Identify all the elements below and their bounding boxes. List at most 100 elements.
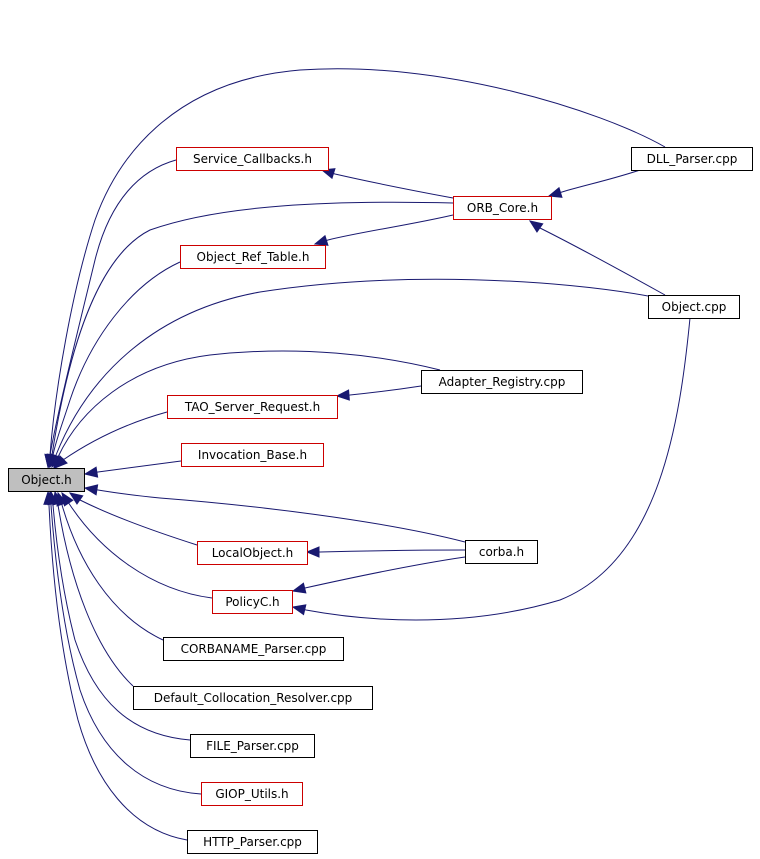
edge-line — [47, 68, 666, 468]
node-box[interactable] — [190, 734, 315, 758]
edge-line — [529, 220, 666, 296]
node-label: DLL_Parser.cpp — [647, 152, 738, 166]
arrowhead-icon — [291, 582, 307, 594]
node-label: PolicyC.h — [225, 595, 279, 609]
node-object-cpp[interactable]: Object.cpp — [648, 295, 740, 319]
node-label: FILE_Parser.cpp — [206, 739, 299, 753]
node-label: Object.h — [21, 473, 72, 487]
node-service-callbacks[interactable]: Service_Callbacks.h — [176, 147, 329, 171]
edge-corbaname_parser-to-object_h — [56, 491, 164, 641]
node-giop-utils[interactable]: GIOP_Utils.h — [201, 782, 303, 806]
node-label: Default_Collocation_Resolver.cpp — [154, 691, 353, 705]
nodes-layer: Object.h DLL_Parser.cpp Service_Callbacks.… — [8, 147, 753, 854]
edge-line — [50, 491, 191, 741]
node-box[interactable] — [453, 196, 552, 220]
node-file-parser[interactable]: FILE_Parser.cpp — [190, 734, 315, 758]
node-box[interactable] — [133, 686, 373, 710]
arrowhead-icon — [547, 186, 563, 198]
node-label: TAO_Server_Request.h — [184, 400, 320, 414]
node-orb-core[interactable]: ORB_Core.h — [453, 196, 552, 220]
node-box[interactable] — [465, 540, 538, 564]
node-corbaname-parser[interactable]: CORBANAME_Parser.cpp — [163, 637, 344, 661]
edge-object_cpp-to-policyc — [291, 317, 691, 621]
node-label: Object_Ref_Table.h — [197, 250, 310, 264]
node-box[interactable] — [187, 830, 318, 854]
node-box[interactable] — [167, 395, 338, 419]
node-default-collocation[interactable]: Default_Collocation_Resolver.cpp — [133, 686, 373, 710]
node-tao-server-request[interactable]: TAO_Server_Request.h — [167, 395, 338, 419]
node-label: Adapter_Registry.cpp — [439, 375, 566, 389]
node-policyc[interactable]: PolicyC.h — [212, 590, 293, 614]
edge-dll_parser-to-orb_core — [547, 169, 641, 198]
edge-service_callbacks-to-object_h — [44, 159, 177, 469]
node-object-ref-table[interactable]: Object_Ref_Table.h — [180, 245, 326, 269]
node-localobject[interactable]: LocalObject.h — [197, 541, 308, 565]
edge-invocation_base-to-object_h — [83, 460, 182, 478]
edge-dll_parser-to-object_h — [44, 68, 666, 469]
arrowhead-icon — [83, 466, 99, 478]
edge-http_parser-to-object_h — [43, 490, 188, 841]
edge-corba_h-to-object_h — [83, 484, 466, 543]
node-box[interactable] — [163, 637, 344, 661]
node-corba-h[interactable]: corba.h — [465, 540, 538, 564]
edge-line — [48, 201, 454, 468]
edge-orb_core-to-service_callbacks — [320, 168, 454, 199]
node-box[interactable] — [631, 147, 753, 171]
edge-line — [84, 487, 466, 543]
arrowhead-icon — [528, 220, 544, 233]
arrowhead-icon — [305, 546, 320, 558]
edge-line — [49, 261, 181, 468]
node-box[interactable] — [176, 147, 329, 171]
edge-line — [61, 492, 213, 599]
node-object-h[interactable]: Object.h — [8, 468, 85, 492]
node-label: GIOP_Utils.h — [215, 787, 288, 801]
node-http-parser[interactable]: HTTP_Parser.cpp — [187, 830, 318, 854]
arrowhead-icon — [335, 389, 350, 401]
edge-object_cpp-to-orb_core — [528, 220, 666, 296]
edge-adapter_registry-to-tao_server_request — [335, 385, 422, 401]
edge-line — [307, 549, 466, 553]
node-box[interactable] — [197, 541, 308, 565]
edge-line — [292, 317, 691, 621]
edge-line — [292, 556, 466, 592]
edge-line — [47, 159, 177, 468]
edge-corba_h-to-policyc — [291, 556, 466, 594]
arrowhead-icon — [313, 234, 329, 246]
node-label: ORB_Core.h — [467, 201, 538, 215]
edge-line — [54, 491, 134, 687]
edge-line — [69, 492, 198, 546]
edge-line — [84, 460, 182, 475]
edge-line — [57, 492, 164, 641]
edge-object_ref_table-to-object_h — [47, 261, 181, 469]
node-adapter-registry[interactable]: Adapter_Registry.cpp — [421, 370, 583, 394]
arrowhead-icon — [43, 490, 55, 505]
node-box[interactable] — [201, 782, 303, 806]
node-box[interactable] — [180, 245, 326, 269]
node-box[interactable] — [8, 468, 85, 492]
node-label: LocalObject.h — [212, 546, 294, 560]
node-label: Invocation_Base.h — [198, 448, 307, 462]
arrowhead-icon — [68, 492, 84, 505]
edge-line — [314, 214, 454, 245]
arrowhead-icon — [54, 455, 68, 469]
edge-line — [548, 169, 641, 197]
node-box[interactable] — [212, 590, 293, 614]
node-invocation-base[interactable]: Invocation_Base.h — [181, 443, 324, 467]
node-box[interactable] — [421, 370, 583, 394]
edge-line — [51, 278, 649, 468]
node-label: corba.h — [479, 545, 524, 559]
edge-corba_h-to-localobject — [305, 546, 466, 558]
edge-tao_server_request-to-object_h — [54, 411, 168, 469]
edge-localobject-to-object_h — [68, 492, 198, 546]
node-label: CORBANAME_Parser.cpp — [181, 642, 327, 656]
edge-line — [53, 350, 441, 469]
node-box[interactable] — [648, 295, 740, 319]
node-dll-parser[interactable]: DLL_Parser.cpp — [631, 147, 753, 171]
node-label: HTTP_Parser.cpp — [203, 835, 302, 849]
edges-layer — [43, 68, 691, 841]
node-box[interactable] — [181, 443, 324, 467]
edge-line — [336, 385, 422, 397]
edge-policyc-to-object_h — [61, 491, 213, 599]
node-label: Object.cpp — [662, 300, 727, 314]
